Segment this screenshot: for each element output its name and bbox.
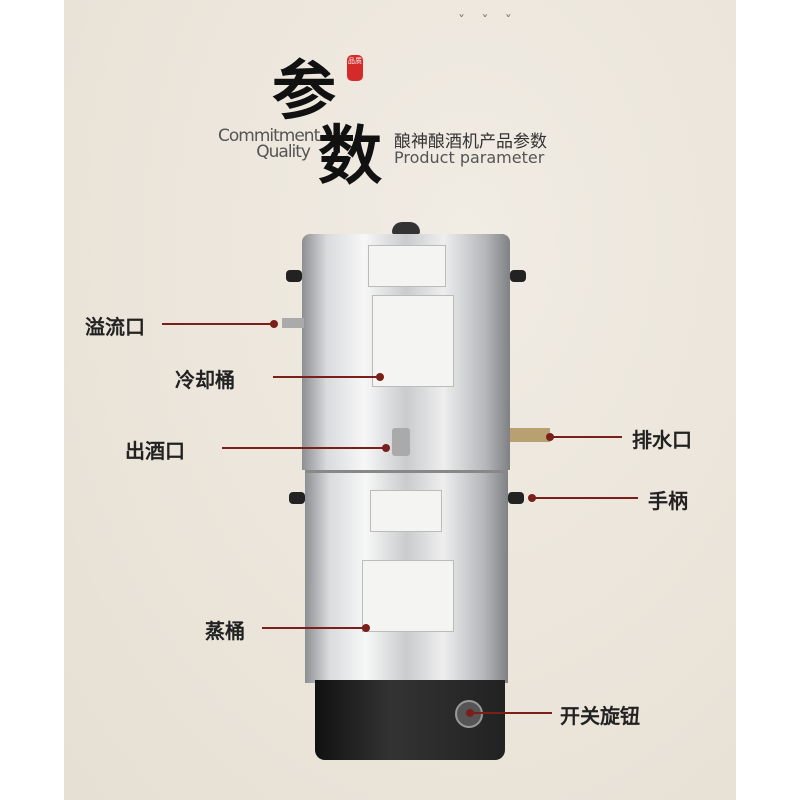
overflow-pipe (282, 318, 304, 328)
drain-pipe (510, 428, 550, 442)
label-outlet: 出酒口 (125, 439, 185, 463)
brand-sticker (372, 295, 454, 387)
line-drain (550, 436, 622, 438)
calligraphy-char-2: 数 (318, 119, 382, 194)
birds-decoration: ˇ ˇ ˇ (458, 14, 518, 30)
label-steamer: 蒸桶 (205, 619, 245, 643)
caution-label-top (368, 245, 446, 287)
dot-overflow (270, 320, 278, 328)
commitment-quality: Commitment Quality (218, 126, 320, 162)
caution-label-bottom (370, 490, 442, 532)
dot-cooling (376, 373, 384, 381)
dot-outlet (382, 444, 390, 452)
left-handle (289, 492, 305, 504)
dot-steamer (362, 624, 370, 632)
title-cn: 酿神酿酒机产品参数 (394, 132, 547, 152)
commitment-text: Commitment (218, 126, 320, 146)
left-handle-top (286, 270, 302, 282)
calligraphy-char-1: 参 (272, 54, 336, 129)
wine-outlet-tap (392, 428, 410, 456)
label-overflow: 溢流口 (85, 315, 145, 339)
title-en: Product parameter (394, 148, 545, 167)
instructions-label (362, 560, 454, 632)
quality-text: Quality (256, 142, 311, 162)
line-handle (532, 497, 638, 499)
label-cooling: 冷却桶 (175, 368, 235, 392)
line-cooling (273, 376, 378, 378)
label-handle: 手柄 (648, 489, 688, 513)
right-handle (508, 492, 524, 504)
label-drain: 排水口 (632, 428, 692, 452)
line-overflow (162, 323, 272, 325)
line-steamer (262, 627, 364, 629)
lid-knob (392, 222, 420, 234)
seal-stamp: 品质 (347, 55, 363, 81)
line-outlet (222, 447, 384, 449)
label-knob: 开关旋钮 (560, 704, 640, 728)
line-knob (470, 712, 552, 714)
right-handle-top (510, 270, 526, 282)
